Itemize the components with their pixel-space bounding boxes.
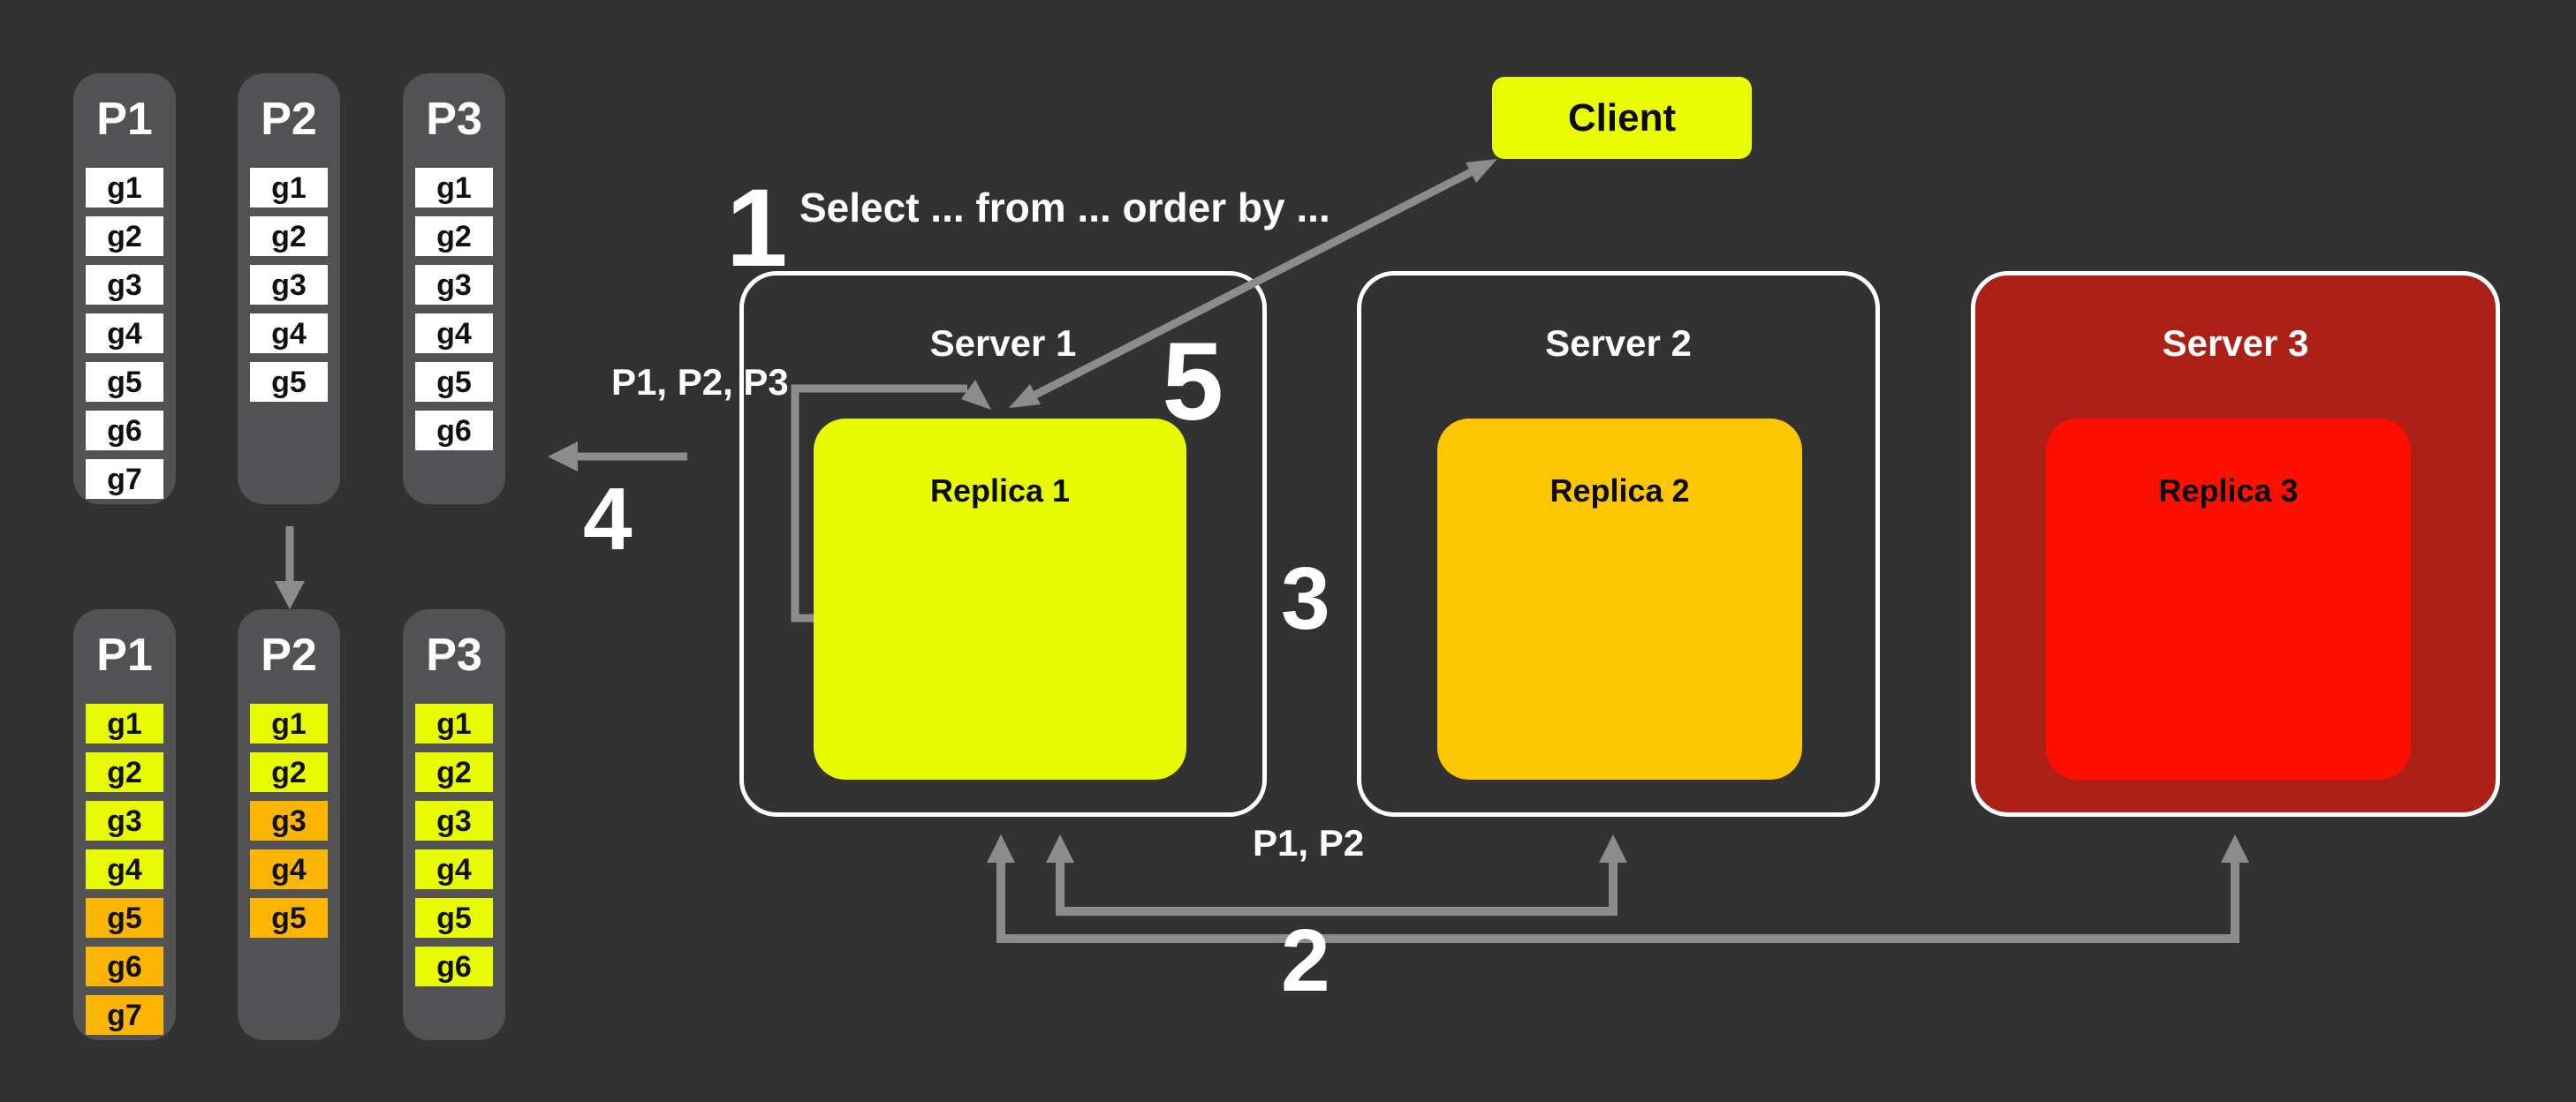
step-2-partitions-label: P1, P2: [1253, 822, 1365, 864]
group-box: g6: [415, 411, 493, 451]
group-box: g5: [86, 362, 163, 403]
step-2-number: 2: [1281, 911, 1330, 1010]
partition-title: P2: [261, 630, 317, 681]
step-5-number: 5: [1162, 321, 1224, 443]
group-box: g6: [86, 411, 163, 451]
partition-final-p2: P2 g1 g2 g3 g4 g5: [238, 609, 340, 1040]
group-box: g3: [86, 801, 163, 842]
group-box: g3: [250, 265, 328, 306]
group-box: g4: [250, 849, 328, 890]
outer-bracket-right-arrowhead-icon: [2221, 834, 2249, 863]
server-3-title: Server 3: [2162, 322, 2309, 364]
group-box: g4: [415, 313, 493, 354]
step-1-query-text: Select ... from ... order by ...: [799, 185, 1330, 230]
inner-bracket-right-arrowhead-icon: [1599, 834, 1627, 863]
partition-title: P1: [96, 630, 153, 681]
group-box: g7: [86, 459, 163, 500]
group-box: g2: [415, 216, 493, 257]
inner-bracket-left-arrowhead-icon: [1046, 834, 1074, 863]
step-4-number: 4: [583, 470, 633, 569]
step-2-outer-bracket-arrow: [996, 861, 2239, 943]
repartition-down-arrowhead-icon: [275, 581, 305, 609]
group-box: g3: [86, 265, 163, 306]
group-box: g1: [415, 168, 493, 208]
group-box: g2: [250, 216, 328, 257]
group-box: g2: [415, 752, 493, 793]
group-box: g6: [86, 947, 163, 987]
partition-title: P3: [426, 630, 482, 681]
group-box: g5: [415, 898, 493, 939]
partition-title: P3: [426, 94, 482, 145]
replica-2-box: Replica 2: [1437, 419, 1802, 780]
group-box: g4: [86, 313, 163, 354]
group-box: g4: [86, 849, 163, 890]
group-box: g1: [250, 704, 328, 744]
group-box: g1: [415, 704, 493, 744]
group-box: g3: [250, 801, 328, 842]
partition-initial-p3: P3 g1 g2 g3 g4 g5 g6: [403, 73, 505, 504]
group-box: g1: [86, 168, 163, 208]
group-box: g5: [250, 362, 328, 403]
partition-initial-p2: P2 g1 g2 g3 g4 g5: [238, 73, 340, 504]
group-box: g3: [415, 265, 493, 306]
partition-final-p3: P3 g1 g2 g3 g4 g5 g6: [403, 609, 505, 1040]
step-3-number: 3: [1281, 549, 1330, 648]
group-box: g7: [86, 995, 163, 1036]
group-box: g5: [250, 898, 328, 939]
partition-title: P2: [261, 94, 317, 145]
partition-final-p1: P1 g1 g2 g3 g4 g5 g6 g7: [73, 609, 176, 1040]
outer-bracket-left-arrowhead-icon: [987, 834, 1015, 863]
group-box: g1: [250, 168, 328, 208]
group-box: g1: [86, 704, 163, 744]
replica-2-label: Replica 2: [1549, 472, 1690, 509]
fanout-partitions-label: P1, P2, P3: [611, 361, 789, 403]
group-box: g2: [86, 216, 163, 257]
group-box: g3: [415, 801, 493, 842]
server-2-title: Server 2: [1545, 322, 1692, 364]
replica-1-box: Replica 1: [814, 419, 1186, 780]
group-box: g2: [86, 752, 163, 793]
group-box: g6: [415, 947, 493, 987]
replica-3-label: Replica 3: [2158, 472, 2299, 509]
group-box: g5: [86, 898, 163, 939]
partition-initial-p1: P1 g1 g2 g3 g4 g5 g6 g7: [73, 73, 176, 504]
server-2-box: Server 2: [1357, 271, 1880, 817]
group-box: g4: [415, 849, 493, 890]
replica-1-label: Replica 1: [929, 472, 1071, 509]
client-label: Client: [1567, 95, 1677, 140]
group-box: g5: [415, 362, 493, 403]
client-box: Client: [1492, 77, 1752, 159]
step-4-arrowhead-icon: [548, 442, 578, 472]
group-box: g4: [250, 313, 328, 354]
partition-title: P1: [96, 94, 153, 145]
step-1-number: 1: [726, 167, 788, 290]
step-2-inner-bracket-arrow: [1056, 861, 1618, 916]
group-box: g2: [250, 752, 328, 793]
arrowhead-into-client-icon: [1466, 159, 1497, 183]
replica-3-box: Replica 3: [2046, 419, 2411, 780]
